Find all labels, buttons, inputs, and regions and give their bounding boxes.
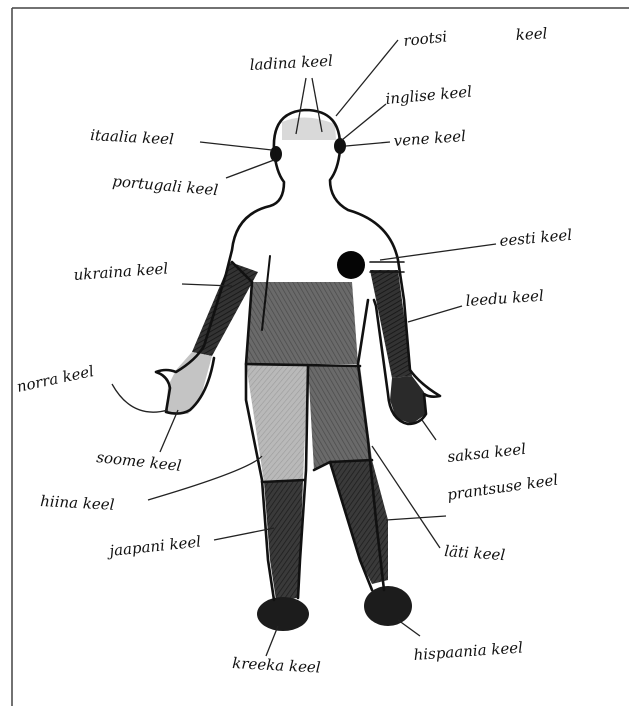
right-thigh-shading [308, 366, 372, 470]
right-foot [364, 586, 412, 626]
label-hiina: hiina keel [40, 492, 115, 514]
label-inglise: inglise keel [385, 82, 473, 108]
label-ukraina: ukraina keel [73, 259, 169, 284]
label-prantsuse: prantsuse keel [446, 471, 559, 504]
label-lati: läti keel [444, 542, 506, 564]
label-keel-top: keel [515, 24, 548, 44]
label-leedu: leedu keel [465, 287, 544, 310]
label-saksa: saksa keel [447, 440, 527, 466]
label-kreeka: kreeka keel [232, 654, 321, 677]
label-itaalia: itaalia keel [90, 126, 175, 148]
left-shin-shading [264, 480, 303, 600]
label-eesti: eesti keel [499, 226, 573, 250]
left-foot [257, 597, 309, 631]
label-vene: vene keel [393, 127, 467, 150]
label-jaapani: jaapani keel [106, 532, 203, 560]
heart-mark [337, 251, 365, 279]
right-shin-shading [330, 460, 388, 584]
label-portugali: portugali keel [112, 172, 219, 199]
label-ladina: ladina keel [249, 52, 333, 74]
label-rootsi: rootsi [403, 27, 449, 49]
label-hispaania: hispaania keel [413, 638, 524, 664]
label-norra: norra keel [15, 362, 96, 396]
left-leg-shading [246, 364, 308, 482]
label-soome: soome keel [96, 448, 183, 475]
